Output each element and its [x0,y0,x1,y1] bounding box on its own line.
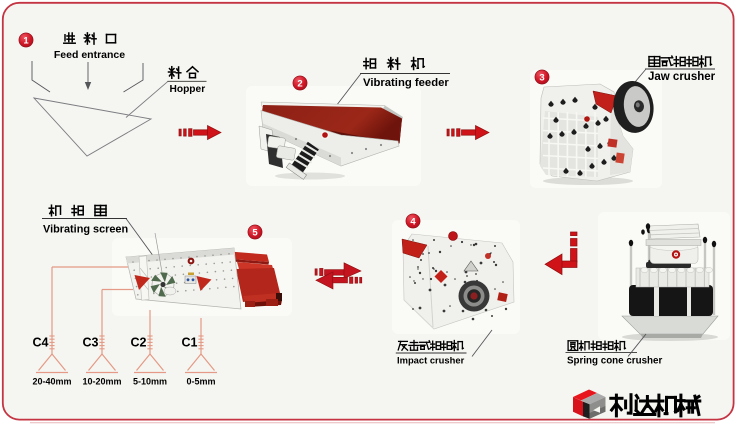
svg-text:1: 1 [23,35,29,46]
svg-text:4: 4 [410,216,416,227]
svg-text:Vibrating screen: Vibrating screen [43,224,128,236]
svg-text:Vibrating feeder: Vibrating feeder [363,77,449,89]
svg-text:10-20mm: 10-20mm [82,377,121,387]
svg-text:Impact crusher: Impact crusher [397,355,465,366]
svg-text:2: 2 [297,78,302,89]
svg-text:Hopper: Hopper [170,84,206,95]
svg-text:C3: C3 [83,336,99,350]
svg-text:3: 3 [539,72,544,83]
svg-text:Spring cone crusher: Spring cone crusher [567,356,662,367]
svg-text:Feed entrance: Feed entrance [54,49,125,61]
svg-text:5: 5 [252,227,258,238]
svg-text:20-40mm: 20-40mm [32,377,71,387]
svg-text:5-10mm: 5-10mm [133,377,167,387]
svg-text:Jaw crusher: Jaw crusher [648,71,716,83]
svg-text:C1: C1 [182,336,198,350]
svg-text:0-5mm: 0-5mm [186,377,215,387]
svg-text:C2: C2 [131,336,147,350]
svg-text:C4: C4 [33,336,49,350]
